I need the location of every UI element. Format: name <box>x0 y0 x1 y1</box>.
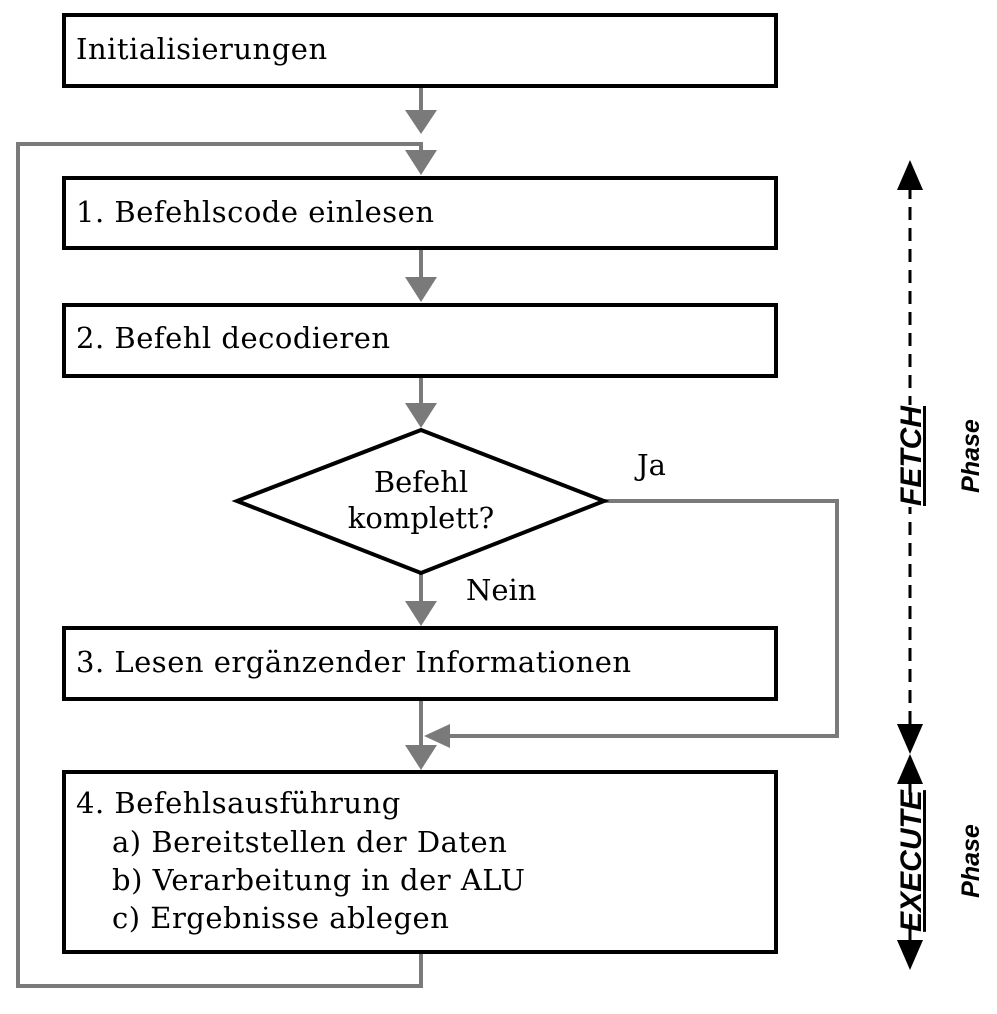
arrowhead-init-step1 <box>405 110 437 134</box>
connector-loop-back <box>16 142 423 988</box>
step4-sub-a: a) Bereitstellen der Daten <box>112 825 507 859</box>
arrowhead-step2-decision <box>405 403 437 428</box>
execute-phase-label: EXECUTE <box>895 789 928 932</box>
connector-arrowheads <box>405 110 450 770</box>
decision-line2: komplett? <box>348 501 494 535</box>
box-init <box>62 13 778 88</box>
connectors <box>16 86 839 988</box>
fetch-phase-label: FETCH <box>895 405 928 506</box>
init-label: Initialisierungen <box>76 32 328 66</box>
step4-sub-c: c) Ergebnisse ablegen <box>112 901 449 935</box>
arrowhead-step3-step4 <box>405 745 437 770</box>
no-label: Nein <box>466 573 537 607</box>
box-step4 <box>62 770 778 954</box>
execute-phase-sub-label: Phase <box>957 824 985 898</box>
arrowhead-yes-merge <box>424 724 450 748</box>
arrowhead-step1-step2 <box>405 277 437 302</box>
connector-yes-path <box>448 499 839 738</box>
step4-sub-b: b) Verarbeitung in der ALU <box>112 863 525 897</box>
arrowhead-loop <box>405 150 437 175</box>
fetch-phase-indicator: FETCH Phase <box>895 160 985 754</box>
step4-title: 4. Befehlsausführung <box>76 786 401 820</box>
box-step1 <box>62 176 778 250</box>
step3-label: 3. Lesen ergänzender Informationen <box>76 645 632 679</box>
decision-line1: Befehl <box>374 465 468 499</box>
execute-up-arrow-icon <box>897 754 923 784</box>
step2-label: 2. Befehl decodieren <box>76 321 391 355</box>
arrowhead-decision-step3 <box>405 601 437 626</box>
decision-diamond <box>231 427 610 576</box>
fetch-down-arrow-icon <box>897 724 923 754</box>
execute-down-arrow-icon <box>897 940 923 970</box>
box-step3 <box>62 626 778 701</box>
fetch-up-arrow-icon <box>897 160 923 190</box>
fetch-phase-sub-label: Phase <box>957 419 985 493</box>
yes-label: Ja <box>634 448 666 482</box>
step1-label: 1. Befehlscode einlesen <box>76 195 435 229</box>
box-step2 <box>62 303 778 378</box>
execute-phase-indicator: EXECUTE Phase <box>895 754 985 970</box>
process-boxes <box>62 13 778 954</box>
